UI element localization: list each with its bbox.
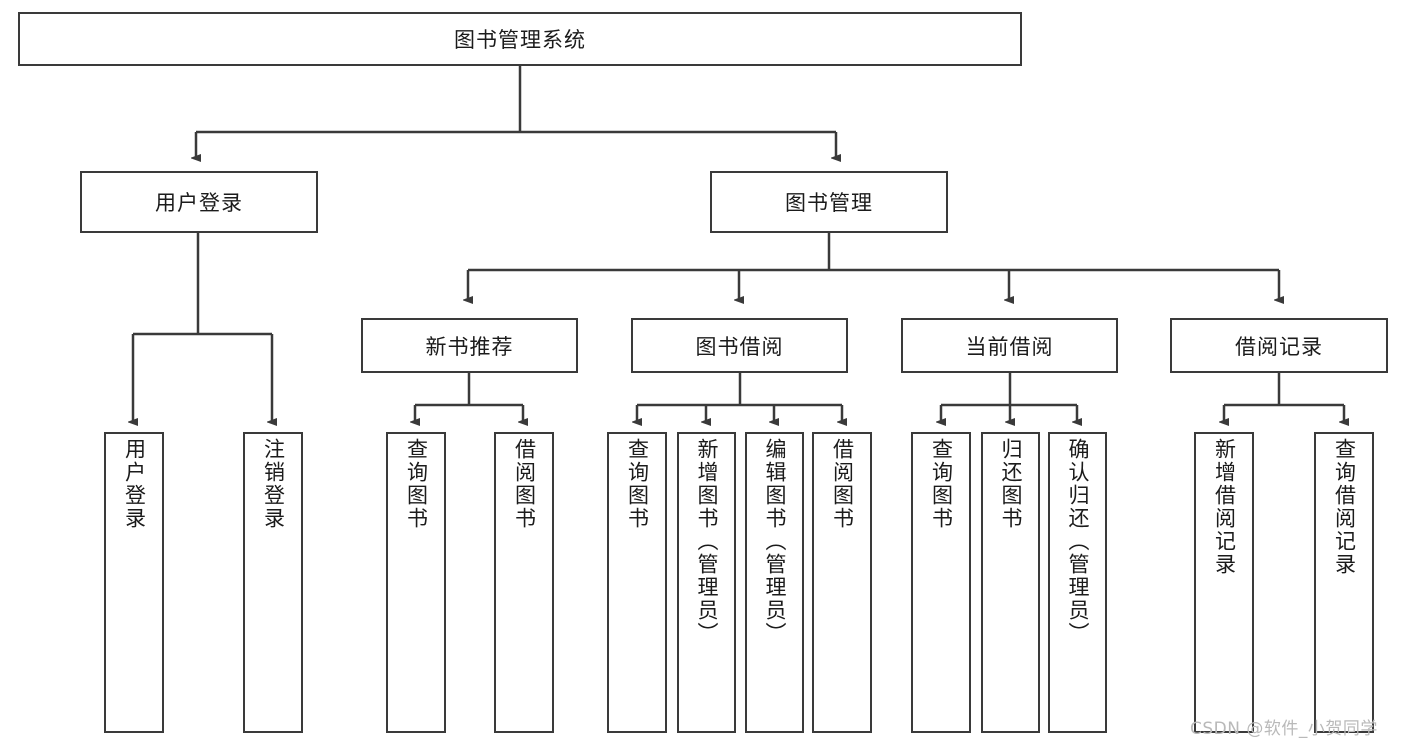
node-label: 借阅记录 xyxy=(1235,334,1323,359)
node-leaf-logout-login[interactable]: 注销登录 xyxy=(243,432,303,733)
node-label: 当前借阅 xyxy=(965,334,1054,359)
node-user-login[interactable]: 用户登录 xyxy=(80,171,318,233)
node-label: 新增图书（管理员） xyxy=(695,438,719,645)
node-book-management-system[interactable]: 图书管理系统 xyxy=(18,12,1022,66)
node-label: 图书管理系统 xyxy=(454,28,586,52)
node-leaf-add-record[interactable]: 新增借阅记录 xyxy=(1194,432,1254,733)
node-label: 图书借阅 xyxy=(695,334,784,359)
node-label: 新书推荐 xyxy=(425,334,514,359)
node-label: 查询图书 xyxy=(625,438,650,530)
node-leaf-add-book[interactable]: 新增图书（管理员） xyxy=(677,432,736,733)
watermark: CSDN @软件_小贺同学 xyxy=(1190,719,1378,739)
node-new-book-recommend[interactable]: 新书推荐 xyxy=(361,318,578,373)
node-leaf-user-login[interactable]: 用户登录 xyxy=(104,432,164,733)
node-label: 新增借阅记录 xyxy=(1212,438,1237,576)
node-label: 查询图书 xyxy=(929,438,954,530)
node-label: 查询图书 xyxy=(404,438,429,530)
node-label: 注销登录 xyxy=(261,438,286,530)
node-leaf-borrow-book-2[interactable]: 借阅图书 xyxy=(812,432,872,733)
node-leaf-return-book[interactable]: 归还图书 xyxy=(981,432,1040,733)
node-borrow-record[interactable]: 借阅记录 xyxy=(1170,318,1388,373)
node-leaf-edit-book[interactable]: 编辑图书（管理员） xyxy=(745,432,804,733)
node-leaf-borrow-book-1[interactable]: 借阅图书 xyxy=(494,432,554,733)
node-label: 编辑图书（管理员） xyxy=(763,438,787,645)
node-leaf-confirm-return[interactable]: 确认归还（管理员） xyxy=(1048,432,1107,733)
node-book-management[interactable]: 图书管理 xyxy=(710,171,948,233)
node-leaf-query-book-2[interactable]: 查询图书 xyxy=(607,432,667,733)
node-label: 确认归还（管理员） xyxy=(1066,438,1090,645)
node-label: 查询借阅记录 xyxy=(1332,438,1357,576)
node-book-borrow[interactable]: 图书借阅 xyxy=(631,318,848,373)
node-current-borrow[interactable]: 当前借阅 xyxy=(901,318,1118,373)
node-label: 图书管理 xyxy=(785,191,873,215)
node-leaf-query-book-3[interactable]: 查询图书 xyxy=(911,432,971,733)
node-label: 借阅图书 xyxy=(830,438,855,530)
node-leaf-query-book-1[interactable]: 查询图书 xyxy=(386,432,446,733)
node-label: 借阅图书 xyxy=(512,438,537,530)
node-label: 归还图书 xyxy=(999,438,1023,530)
node-leaf-query-record[interactable]: 查询借阅记录 xyxy=(1314,432,1374,733)
node-label: 用户登录 xyxy=(122,438,147,530)
node-label: 用户登录 xyxy=(155,191,243,215)
